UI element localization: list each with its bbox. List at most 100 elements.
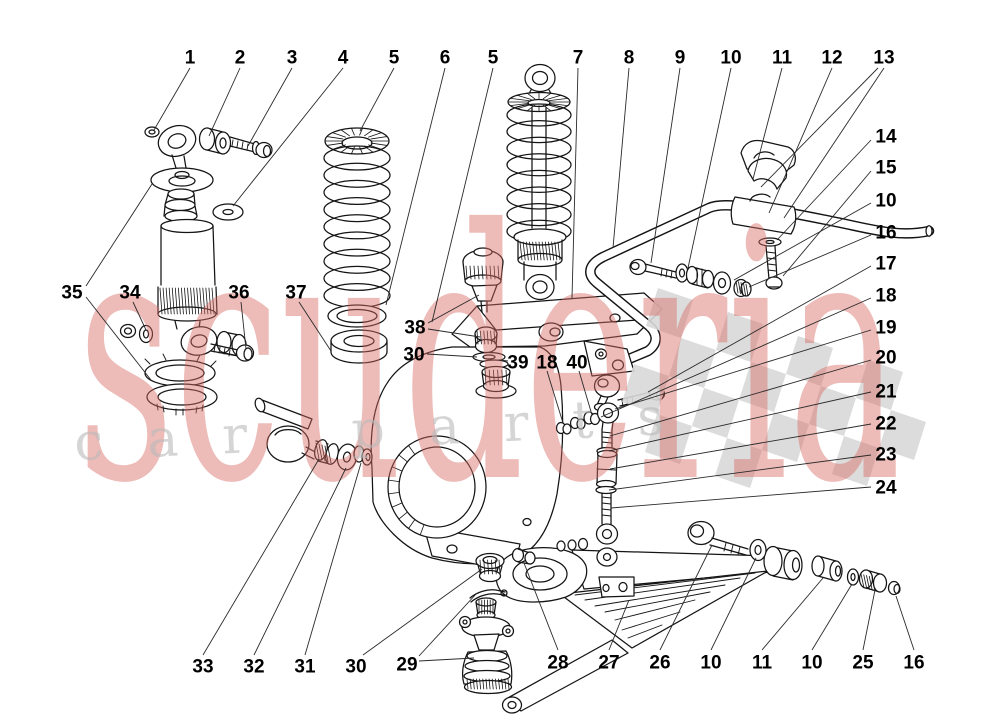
- leader-line: [202, 458, 320, 656]
- callout-number-10-30: 10: [700, 653, 721, 674]
- checker-cell: [762, 412, 809, 462]
- leader-line: [247, 67, 293, 147]
- leader-line: [609, 359, 872, 437]
- bushing-art: [198, 127, 216, 151]
- checker-cell: [669, 338, 716, 388]
- leader-line: [418, 657, 475, 662]
- watermark-primary: scuderia: [77, 157, 901, 558]
- coilover-spring-coils: [506, 103, 572, 243]
- callout-number-15-15: 15: [875, 158, 897, 179]
- checker-cell: [856, 360, 903, 410]
- callout-number-7-7: 7: [573, 48, 584, 69]
- leader-lines: [85, 67, 915, 662]
- top-eye-art: [157, 124, 197, 158]
- callout-number-27-32: 27: [598, 653, 619, 674]
- checker-cell: [715, 438, 762, 488]
- leader-line: [298, 301, 332, 352]
- coil-spring: [323, 127, 391, 364]
- lower-eye-art: [180, 326, 218, 356]
- leader-line: [85, 183, 153, 287]
- callout-number-5-6: 5: [488, 48, 499, 69]
- leader-line: [304, 462, 362, 656]
- leader-line: [776, 139, 872, 241]
- leader-line: [240, 301, 247, 350]
- leader-line: [208, 67, 241, 137]
- callout-number-38-43: 38: [404, 318, 425, 339]
- callout-number-30-35: 30: [345, 657, 366, 678]
- checker-cell: [879, 410, 926, 460]
- checker-cell: [646, 288, 693, 338]
- leader-line: [782, 170, 872, 277]
- callout-number-35-39: 35: [61, 283, 83, 304]
- leader-line: [783, 67, 885, 219]
- nut-washer-art: [119, 323, 137, 339]
- callout-number-14-14: 14: [875, 127, 897, 148]
- checker-cell: [786, 336, 833, 386]
- leader-line: [608, 454, 872, 491]
- callout-number-11-11: 11: [772, 48, 793, 69]
- callout-number-17-18: 17: [875, 254, 896, 275]
- callout-number-9-9: 9: [675, 48, 686, 69]
- callout-number-16-27: 16: [903, 653, 924, 674]
- leader-line: [760, 67, 879, 188]
- bolt-art: [229, 136, 256, 153]
- callout-number-28-33: 28: [547, 653, 568, 674]
- callout-number-22-23: 22: [875, 414, 896, 435]
- leader-line: [733, 202, 872, 281]
- leader-line: [153, 67, 191, 131]
- callout-number-8-8: 8: [624, 48, 635, 69]
- leader-line: [253, 467, 347, 656]
- track-rod-end: [254, 397, 373, 471]
- leader-line: [571, 67, 579, 299]
- checker-cell: [716, 312, 763, 362]
- leader-line: [710, 557, 757, 651]
- leader-line: [608, 391, 872, 452]
- leader-line: [427, 328, 481, 338]
- callout-number-36-41: 36: [228, 283, 249, 304]
- leader-line: [232, 67, 344, 207]
- leader-line: [687, 67, 732, 269]
- lower-ball-joint: [458, 547, 536, 695]
- callout-number-18-46: 18: [536, 353, 557, 374]
- leader-line: [612, 67, 630, 249]
- leader-line: [895, 595, 915, 651]
- callout-number-16-17: 16: [875, 223, 896, 244]
- callout-number-13-13: 13: [873, 48, 894, 69]
- leader-line: [431, 67, 494, 323]
- callout-number-4-3: 4: [338, 48, 349, 69]
- leader-line: [647, 265, 872, 393]
- coil-spring-coils: [323, 145, 391, 309]
- callout-number-24-25: 24: [875, 478, 897, 499]
- checker-cell: [832, 436, 879, 486]
- callout-number-11-29: 11: [752, 653, 773, 674]
- leader-line: [650, 67, 681, 264]
- callout-number-25-26: 25: [852, 653, 874, 674]
- callout-number-5-4: 5: [389, 48, 400, 69]
- wheel-upright: [370, 247, 663, 572]
- leader-line: [761, 577, 824, 651]
- callout-number-3-2: 3: [287, 48, 298, 69]
- leader-line: [752, 67, 783, 180]
- lower-wishbone: [495, 537, 803, 714]
- callout-number-32-37: 32: [243, 657, 264, 678]
- leader-line: [609, 423, 872, 470]
- shock-absorber-assembled: [506, 63, 572, 301]
- leader-line: [362, 568, 483, 656]
- pivot-hardware: [687, 520, 901, 596]
- checkered-flag-pattern: [622, 288, 926, 488]
- callout-number-33-38: 33: [192, 657, 213, 678]
- detail-hatching: [159, 92, 876, 690]
- callout-number-37-42: 37: [285, 283, 306, 304]
- checker-cell: [809, 386, 856, 436]
- checker-cell: [645, 414, 692, 464]
- watermark-layer: scuderia car parts: [73, 157, 901, 558]
- callout-number-23-24: 23: [875, 445, 896, 466]
- callout-number-2-1: 2: [235, 48, 246, 69]
- leader-line: [427, 294, 480, 324]
- leader-line: [600, 297, 872, 418]
- washer-art: [212, 203, 244, 221]
- callout-number-18-19: 18: [875, 286, 896, 307]
- checker-cell: [739, 362, 786, 412]
